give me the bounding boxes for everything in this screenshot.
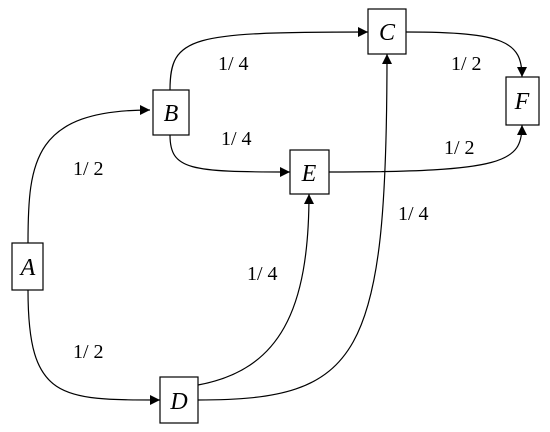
node-d: D xyxy=(159,376,199,424)
edge-a-b-label: 1/ 2 xyxy=(73,158,104,180)
edge-d-c-label: 1/ 4 xyxy=(398,203,429,225)
node-f-label: F xyxy=(514,89,530,115)
node-b: B xyxy=(152,89,190,136)
edge-e-f-label: 1/ 2 xyxy=(444,137,475,159)
edge-d-e xyxy=(197,193,314,386)
edge-e-f xyxy=(328,124,527,173)
edge-a-b xyxy=(27,105,151,244)
node-c: C xyxy=(367,8,407,55)
edge-d-e-label: 1/ 4 xyxy=(247,263,278,285)
edge-b-c xyxy=(169,27,369,91)
edge-b-e-label: 1/ 4 xyxy=(221,128,252,150)
edge-d-c xyxy=(197,53,392,401)
edge-b-e xyxy=(169,134,291,177)
edge-b-c-label: 1/ 4 xyxy=(218,53,249,75)
node-e: E xyxy=(289,149,330,195)
node-d-label: D xyxy=(169,389,187,415)
edge-c-f-label: 1/ 2 xyxy=(451,53,482,75)
node-c-label: C xyxy=(379,20,396,46)
edge-c-f xyxy=(405,31,527,78)
node-b-label: B xyxy=(164,101,179,127)
node-f: F xyxy=(505,76,540,126)
node-e-label: E xyxy=(301,161,317,187)
edge-a-d xyxy=(27,289,161,405)
edge-a-d-label: 1/ 2 xyxy=(73,341,104,363)
node-a-label: A xyxy=(19,255,36,281)
node-a: A xyxy=(11,242,44,291)
